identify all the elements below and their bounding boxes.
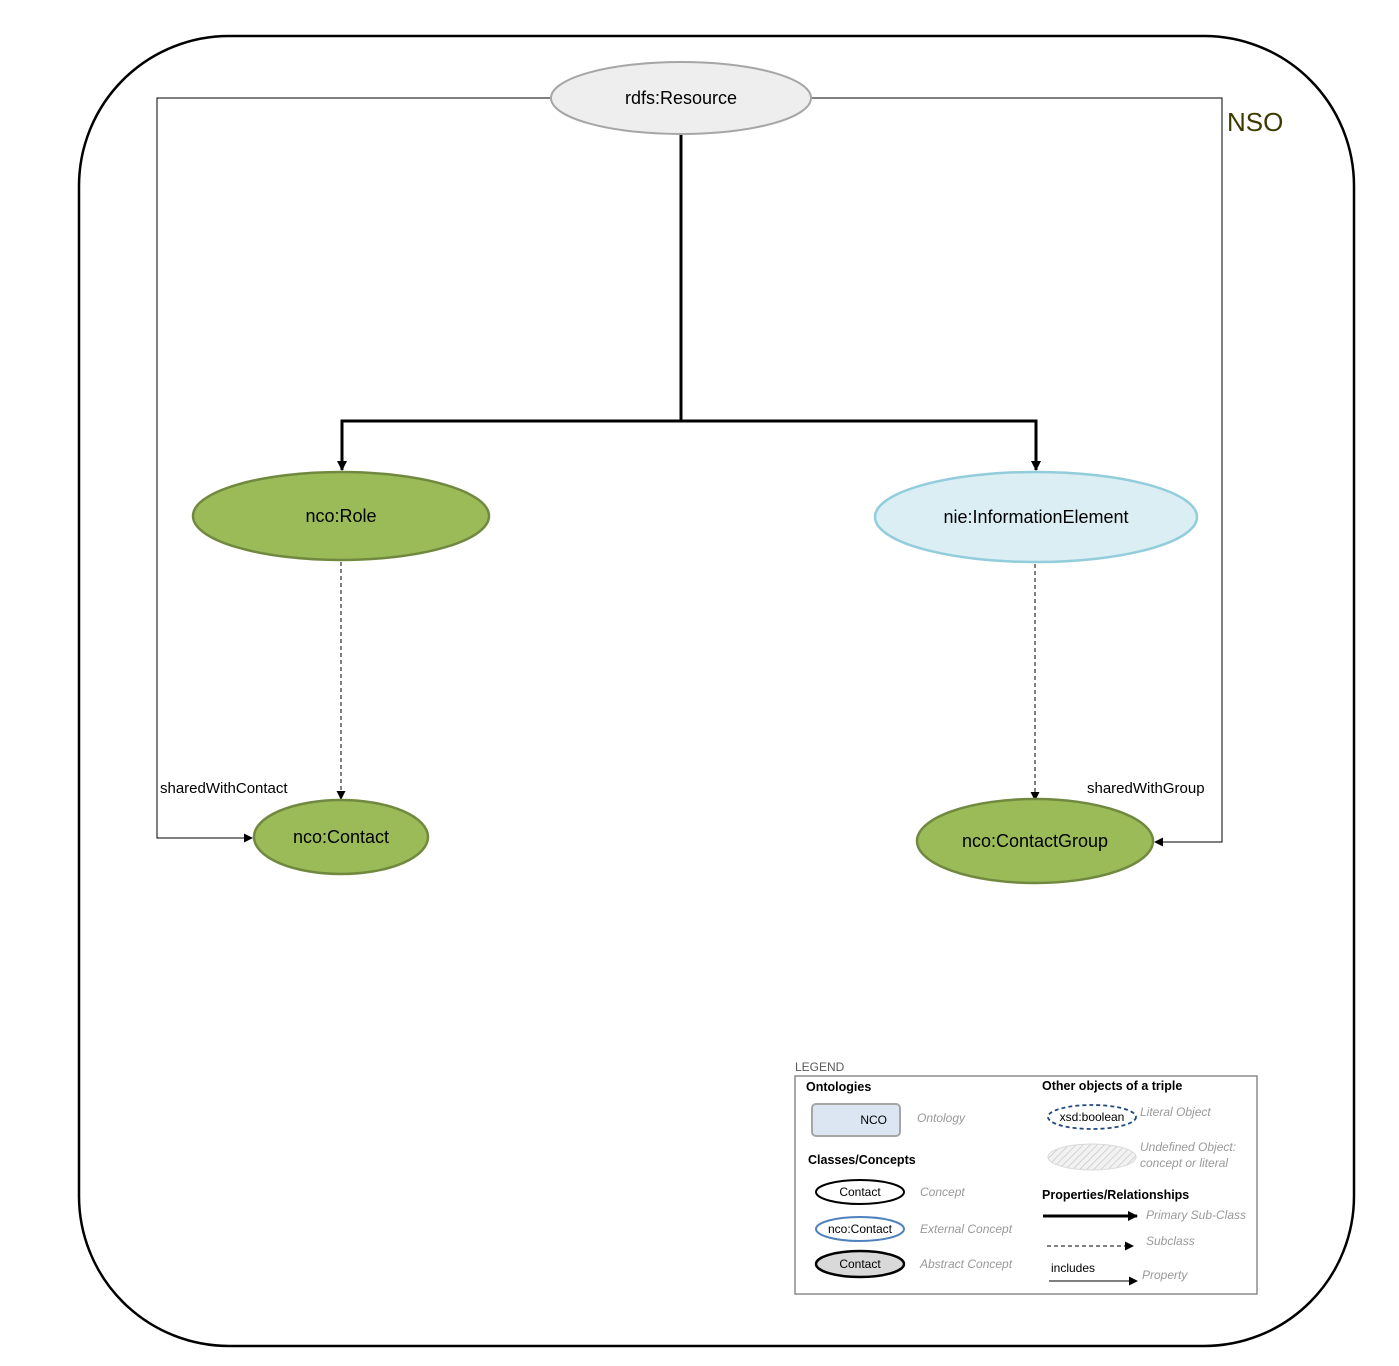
legend-undefined-desc-line1: Undefined Object: [1140, 1140, 1236, 1154]
node-nco-role-label: nco:Role [305, 506, 376, 526]
node-nie-information-element[interactable]: nie:InformationElement [873, 470, 1199, 564]
legend-concept-sample [815, 1179, 905, 1205]
legend-ontology-sample-label: NCO [860, 1113, 887, 1127]
node-rdfs-resource-label: rdfs:Resource [625, 88, 737, 108]
node-nco-contact[interactable]: nco:Contact [252, 798, 430, 876]
legend-literal-sample [1047, 1104, 1137, 1130]
legend-properties-heading: Properties/Relationships [1042, 1188, 1189, 1202]
edge-label-shared-with-contact: sharedWithContact [160, 780, 288, 797]
legend-external-desc: External Concept [920, 1222, 1013, 1236]
legend-undefined-desc-line2: concept or literal [1140, 1156, 1228, 1170]
node-nco-contact-group-label: nco:ContactGroup [962, 831, 1108, 851]
legend-undefined-sample [1047, 1143, 1137, 1171]
legend: LEGEND Ontologies NCO Ontology Classes/C… [794, 1060, 1258, 1295]
legend-classes-heading: Classes/Concepts [808, 1153, 916, 1167]
legend-property-desc: Property [1142, 1268, 1188, 1282]
legend-concept-desc: Concept [920, 1185, 965, 1199]
legend-ontologies-heading: Ontologies [806, 1080, 871, 1094]
legend-abstract-desc: Abstract Concept [919, 1257, 1013, 1271]
node-nco-contact-label: nco:Contact [293, 827, 389, 847]
node-rdfs-resource[interactable]: rdfs:Resource [550, 61, 812, 135]
legend-external-sample-label: nco:Contact [828, 1222, 893, 1236]
legend-abstract-sample [814, 1249, 906, 1279]
legend-ontology-sample [811, 1103, 901, 1137]
edge-resource-to-role [337, 419, 681, 471]
legend-literal-sample-label: xsd:boolean [1060, 1110, 1125, 1124]
ontology-label: NSO [1227, 107, 1283, 137]
node-nco-contact-group[interactable]: nco:ContactGroup [915, 797, 1155, 885]
legend-abstract-sample-label: Contact [839, 1257, 881, 1271]
legend-literal-desc: Literal Object [1140, 1105, 1211, 1119]
edge-shared-with-contact [156, 97, 550, 843]
edge-shared-with-group [811, 97, 1223, 847]
node-nco-role[interactable]: nco:Role [191, 470, 491, 562]
edge-resource-to-info [681, 419, 1041, 471]
legend-primary-desc: Primary Sub-Class [1146, 1208, 1246, 1222]
node-nie-information-element-label: nie:InformationElement [943, 507, 1128, 527]
edge-label-shared-with-group: sharedWithGroup [1087, 780, 1205, 797]
legend-concept-sample-label: Contact [839, 1185, 881, 1199]
legend-objects-heading: Other objects of a triple [1042, 1079, 1182, 1093]
legend-title: LEGEND [795, 1060, 845, 1074]
legend-property-sample-label: includes [1051, 1261, 1095, 1275]
ontology-frame [77, 34, 1356, 1348]
legend-external-sample [815, 1216, 905, 1242]
legend-ontology-desc: Ontology [917, 1111, 966, 1125]
legend-subclass-desc: Subclass [1146, 1234, 1195, 1248]
